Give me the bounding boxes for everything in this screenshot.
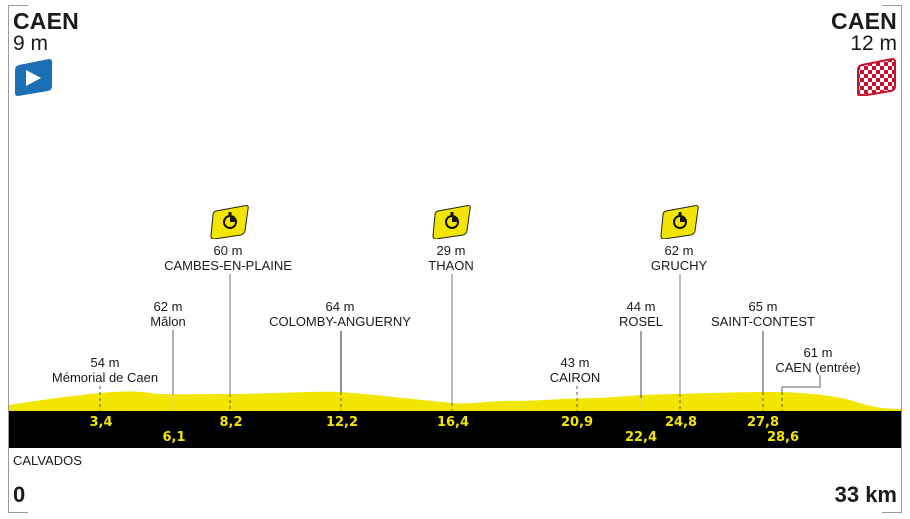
km-marker: 24,8: [664, 415, 698, 430]
start-city: CAEN: [13, 8, 79, 34]
distance-end: 33 km: [834, 482, 897, 507]
km-marker: 16,4: [436, 415, 470, 430]
frame-corner: [882, 512, 902, 513]
km-marker: 6,1: [162, 430, 186, 445]
start-altitude: 9 m: [13, 32, 49, 55]
km-marker: 28,6: [766, 430, 800, 445]
km-marker: 3,4: [89, 415, 113, 430]
frame-corner: [8, 5, 28, 6]
km-marker: 12,2: [325, 415, 359, 430]
km-marker: 27,8: [746, 415, 780, 430]
start-flag-icon: [15, 59, 52, 96]
stopwatch-icon: [432, 205, 471, 239]
stopwatch-icon: [210, 205, 249, 239]
region-label: CALVADOS: [13, 453, 82, 468]
km-band: [9, 411, 901, 448]
frame-corner: [882, 5, 902, 6]
km-marker: 20,9: [560, 415, 594, 430]
finish-city: CAEN: [831, 8, 897, 34]
frame-right: [901, 5, 902, 513]
km-marker: 8,2: [219, 415, 243, 430]
distance-start: 0: [13, 482, 26, 507]
stopwatch-icon: [660, 205, 699, 239]
frame-left: [8, 5, 9, 513]
finish-altitude: 12 m: [850, 32, 897, 55]
profile-area: [9, 391, 901, 411]
km-marker: 22,4: [624, 430, 658, 445]
frame-corner: [8, 512, 28, 513]
checkered-flag-icon: [857, 58, 896, 96]
